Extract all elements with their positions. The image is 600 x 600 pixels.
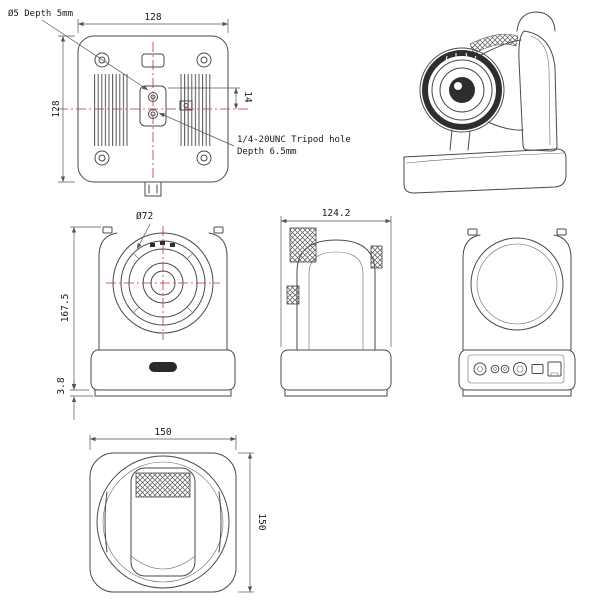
dim-lens-diameter: Ø72 — [136, 211, 153, 222]
arm-top-right — [218, 491, 222, 553]
side-view — [280, 227, 392, 397]
audio-out-jack — [500, 364, 510, 374]
lan-port — [547, 361, 562, 377]
dim-top-depth: 150 — [256, 513, 267, 530]
side-arm-inner — [308, 251, 364, 350]
rear-cap-section — [370, 245, 383, 269]
top-cap-3d — [516, 11, 556, 32]
rear-base — [458, 349, 576, 397]
screw-hole-leader — [41, 19, 149, 91]
pan-ring-outer — [96, 455, 230, 589]
rear-view — [458, 228, 576, 397]
rear-connector-panel — [467, 354, 565, 384]
rear-head — [470, 237, 564, 331]
corner-screw-holes — [94, 52, 212, 166]
front-base — [90, 349, 236, 397]
tripod-leader — [158, 112, 235, 147]
top-outline — [89, 452, 237, 593]
dim-top-width: 150 — [154, 427, 171, 438]
perspective-view — [403, 11, 567, 194]
lens-3d — [419, 47, 505, 133]
video-connector — [513, 362, 527, 376]
side-base — [280, 349, 392, 391]
arm-top-left — [104, 491, 108, 553]
support-arm-3d — [518, 30, 558, 152]
pan-arms — [98, 226, 228, 351]
tripod-note-line1: 1/4-20UNC Tripod hole — [237, 135, 351, 145]
lens-bezel — [422, 50, 502, 130]
base-3d — [403, 148, 567, 194]
bottom-view-dimensions: 128 128 14 Ø5 Depth 5mm 1/4-20UNC Tripod… — [8, 8, 351, 183]
lens-diameter-leader — [136, 223, 151, 250]
pan-ring-inner — [102, 461, 224, 583]
front-view — [90, 226, 236, 397]
usb-port — [531, 364, 544, 374]
bezel-markings — [445, 52, 477, 62]
bottom-connector — [179, 100, 193, 111]
dim-foot-height: 3.8 — [56, 377, 67, 394]
side-view-dimensions: 124.2 — [280, 208, 392, 347]
dim-bottom-height: 128 — [51, 100, 62, 117]
screw-hole-note: Ø5 Depth 5mm — [8, 8, 73, 19]
rear-arms — [462, 228, 572, 351]
vent-grille-left — [94, 74, 128, 146]
lens-hood-section — [289, 227, 317, 263]
brand-logo — [149, 362, 177, 372]
dim-bottom-width: 128 — [144, 12, 161, 23]
bottom-view — [58, 35, 250, 197]
rear-tab — [144, 181, 162, 197]
lens-lower-section — [286, 285, 300, 305]
top-view-dimensions: 150 150 — [89, 427, 267, 593]
dim-body-height: 167.5 — [60, 294, 71, 323]
head-vent-hatch — [469, 33, 519, 55]
head-top-vents — [135, 472, 191, 498]
head-top — [130, 467, 196, 577]
dim-hole-offset: 14 — [242, 91, 253, 103]
top-view — [89, 452, 237, 593]
audio-in-jack — [490, 364, 500, 374]
bezel-ticks — [132, 252, 194, 314]
power-connector — [473, 362, 487, 376]
dim-side-depth: 124.2 — [322, 208, 351, 219]
front-view-dimensions: 167.5 3.8 Ø72 — [56, 211, 153, 420]
lens-glass — [449, 77, 475, 103]
tripod-note-line2: Depth 6.5mm — [237, 147, 297, 157]
head-shoulder-curve — [130, 555, 196, 570]
